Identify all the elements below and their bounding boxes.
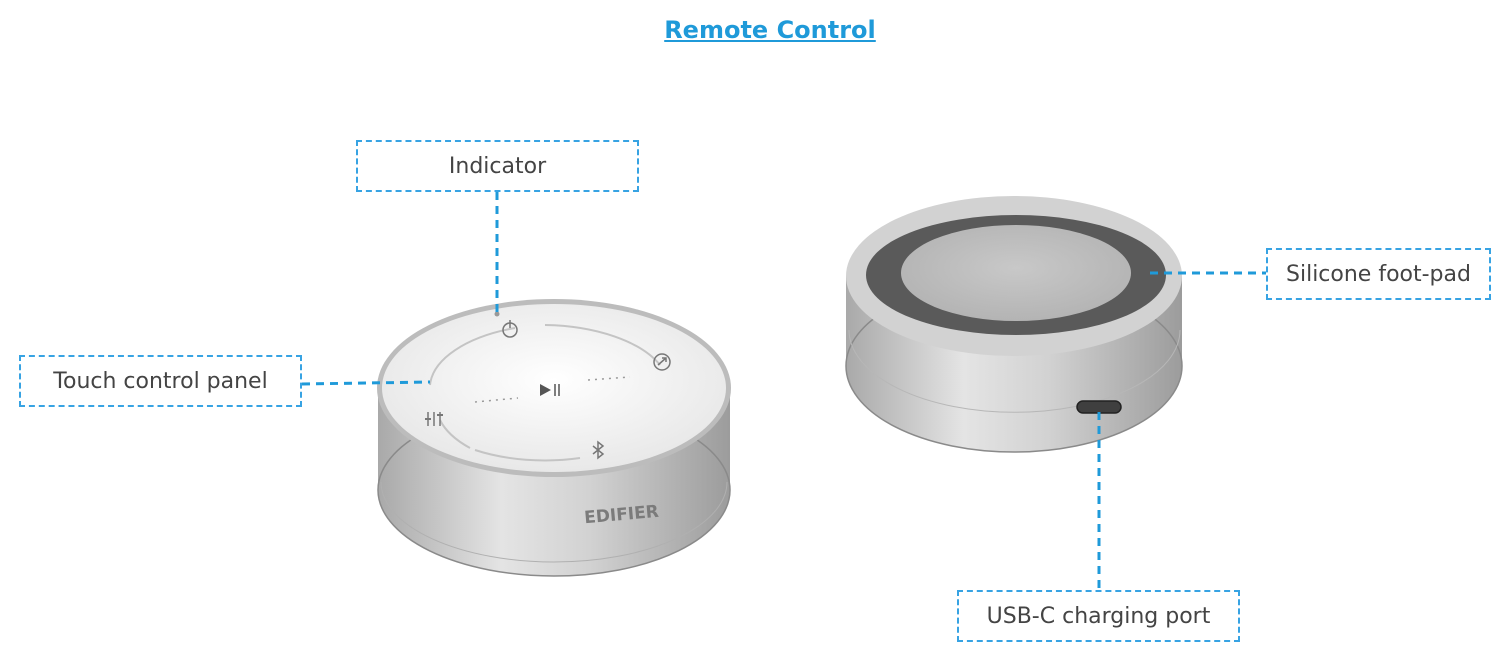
indicator-light	[494, 311, 500, 317]
foot-pad-callout: Silicone foot-pad	[1266, 248, 1491, 300]
remote-back-device	[845, 196, 1183, 453]
touch-panel-surface	[382, 304, 726, 472]
eq-settings-icon[interactable]	[425, 412, 443, 426]
indicator-callout: Indicator	[356, 140, 639, 192]
callout-connectors	[301, 192, 1266, 590]
play-pause-icon[interactable]	[540, 384, 560, 396]
remote-front-device: EDIFIER	[377, 299, 731, 577]
input-source-icon[interactable]	[653, 353, 671, 371]
bluetooth-icon[interactable]	[592, 440, 605, 460]
usb-port-callout: USB-C charging port	[957, 590, 1240, 642]
foot-pad-center	[901, 225, 1131, 321]
touch-panel-callout: Touch control panel	[19, 355, 302, 407]
usb-c-port	[1076, 400, 1122, 414]
page-title-link[interactable]: Remote Control	[664, 16, 876, 44]
power-icon[interactable]	[502, 320, 518, 338]
